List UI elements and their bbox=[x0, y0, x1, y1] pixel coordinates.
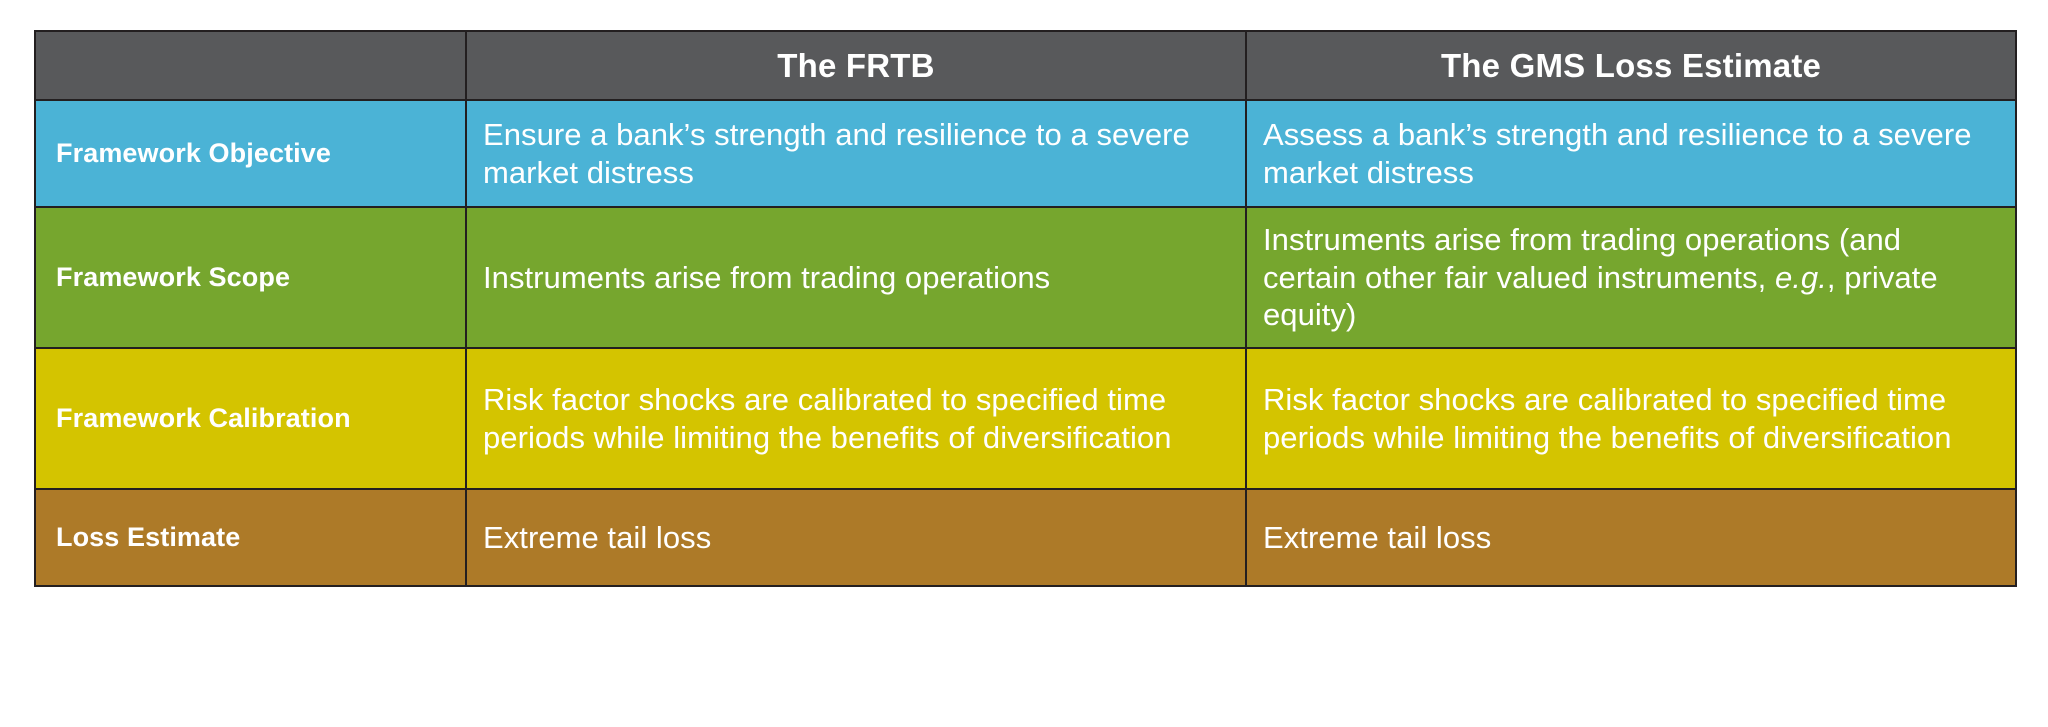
cell-framework-calibration-frtb: Risk factor shocks are calibrated to spe… bbox=[465, 347, 1247, 490]
row-label-framework-scope: Framework Scope bbox=[56, 262, 291, 293]
header-cell-blank bbox=[34, 30, 467, 101]
cell-framework-objective-gms: Assess a bank’s strength and resilience … bbox=[1245, 99, 2017, 208]
header-cell-frtb: The FRTB bbox=[465, 30, 1247, 101]
cell-text-loss-estimate-frtb: Extreme tail loss bbox=[483, 519, 712, 555]
row-label-cell-framework-objective: Framework Objective bbox=[34, 99, 467, 208]
table-row-framework-objective: Framework Objective Ensure a bank’s stre… bbox=[34, 99, 2017, 208]
cell-loss-estimate-gms: Extreme tail loss bbox=[1245, 488, 2017, 587]
cell-text-scope-gms-prefix: Instruments arise from trading operation… bbox=[1263, 221, 1902, 295]
header-label-frtb: The FRTB bbox=[777, 46, 935, 84]
cell-loss-estimate-frtb: Extreme tail loss bbox=[465, 488, 1247, 587]
comparison-table: The FRTB The GMS Loss Estimate Framework… bbox=[34, 30, 2017, 587]
header-label-gms: The GMS Loss Estimate bbox=[1440, 46, 1822, 84]
row-label-framework-calibration: Framework Calibration bbox=[56, 403, 351, 434]
cell-framework-calibration-gms: Risk factor shocks are calibrated to spe… bbox=[1245, 347, 2017, 490]
cell-text-scope-gms-italic: e.g. bbox=[1774, 259, 1827, 295]
table-row-framework-calibration: Framework Calibration Risk factor shocks… bbox=[34, 347, 2017, 490]
cell-text-framework-scope-gms: Instruments arise from trading operation… bbox=[1247, 221, 2015, 334]
row-label-loss-estimate: Loss Estimate bbox=[56, 522, 241, 553]
cell-text-framework-calibration-frtb: Risk factor shocks are calibrated to spe… bbox=[483, 381, 1172, 455]
cell-framework-scope-gms: Instruments arise from trading operation… bbox=[1245, 206, 2017, 349]
row-label-cell-framework-scope: Framework Scope bbox=[34, 206, 467, 349]
cell-text-framework-objective-gms: Assess a bank’s strength and resilience … bbox=[1263, 116, 1972, 190]
table-header: The FRTB The GMS Loss Estimate bbox=[34, 30, 2017, 101]
table-row-framework-scope: Framework Scope Instruments arise from t… bbox=[34, 206, 2017, 349]
row-label-cell-framework-calibration: Framework Calibration bbox=[34, 347, 467, 490]
cell-text-scope-gms-suffix: , private equity) bbox=[1263, 259, 1938, 333]
cell-text-framework-scope-frtb: Instruments arise from trading operation… bbox=[483, 259, 1051, 295]
table-body: Framework Objective Ensure a bank’s stre… bbox=[34, 99, 2017, 587]
table-row-loss-estimate: Loss Estimate Extreme tail loss Extreme … bbox=[34, 488, 2017, 587]
table-header-row: The FRTB The GMS Loss Estimate bbox=[34, 30, 2017, 101]
cell-framework-objective-frtb: Ensure a bank’s strength and resilience … bbox=[465, 99, 1247, 208]
cell-framework-scope-frtb: Instruments arise from trading operation… bbox=[465, 206, 1247, 349]
cell-text-framework-calibration-gms: Risk factor shocks are calibrated to spe… bbox=[1263, 381, 1952, 455]
cell-text-loss-estimate-gms: Extreme tail loss bbox=[1263, 519, 1492, 555]
row-label-framework-objective: Framework Objective bbox=[56, 138, 332, 169]
cell-text-framework-objective-frtb: Ensure a bank’s strength and resilience … bbox=[483, 116, 1190, 190]
header-cell-gms: The GMS Loss Estimate bbox=[1245, 30, 2017, 101]
row-label-cell-loss-estimate: Loss Estimate bbox=[34, 488, 467, 587]
